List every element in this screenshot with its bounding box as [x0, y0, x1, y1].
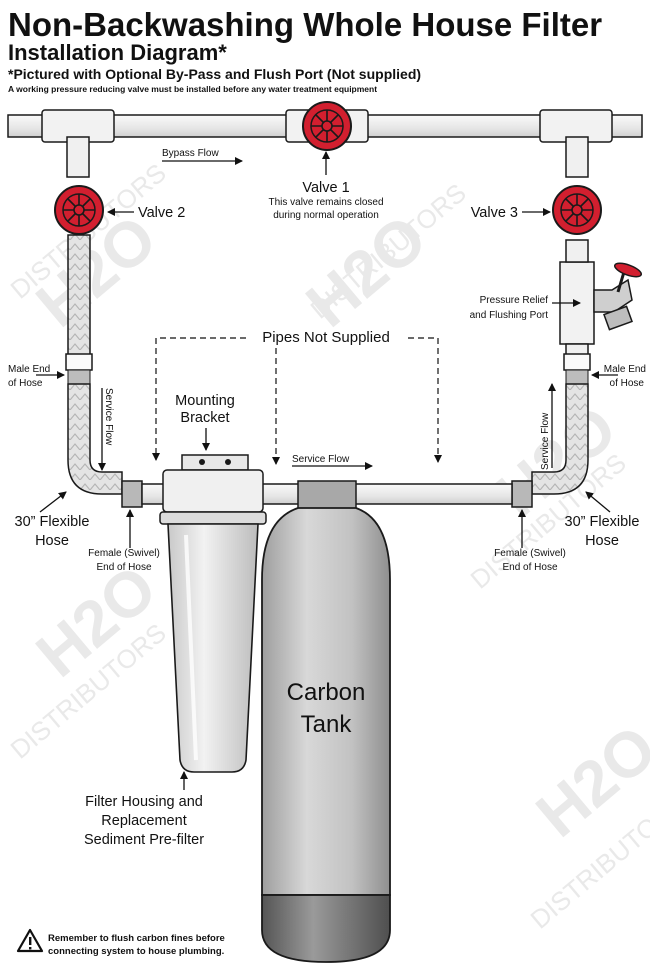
service-flow-label: Service Flow [292, 454, 350, 465]
male-end-left-label: of Hose [8, 378, 43, 389]
valve-1-handle-icon[interactable] [302, 101, 352, 151]
flush-port-spigot [593, 262, 643, 331]
left-swivel-nut [121, 480, 143, 508]
filter-housing-label: Sediment Pre-filter [84, 832, 204, 848]
bypass-flow-label: Bypass Flow [162, 148, 219, 159]
valve-2-handle-icon[interactable] [54, 185, 104, 235]
valve-3-handle-icon[interactable] [552, 185, 602, 235]
flexible-hose-left-label: Hose [35, 533, 69, 549]
pipes-not-supplied-leaders [152, 337, 442, 465]
female-end-left-label: Female (Swivel) [88, 548, 160, 559]
mounting-bracket-label: Bracket [180, 410, 229, 426]
carbon-tank-label: Tank [301, 711, 353, 738]
female-end-right-label: Female (Swivel) [494, 548, 566, 559]
label-arrows [36, 151, 618, 790]
right-swivel-nut [511, 480, 533, 508]
flexible-hose-right-label: Hose [585, 533, 619, 549]
flush-reminder: connecting system to house plumbing. [48, 946, 224, 957]
carbon-tank-label: Carbon [287, 679, 366, 706]
carbon-tank [261, 480, 391, 963]
valve-1-note: This valve remains closed [268, 197, 383, 208]
page-subtitle: Installation Diagram* [8, 40, 227, 65]
warning-icon [16, 928, 44, 953]
service-flow-left-label: Service Flow [103, 388, 114, 446]
page-title: Non-Backwashing Whole House Filter [8, 6, 602, 43]
service-flow-right-label: Service Flow [540, 412, 551, 470]
flush-reminder: Remember to flush carbon fines before [48, 933, 225, 944]
female-end-left-label: End of Hose [96, 562, 151, 573]
pressure-relief-label: Pressure Relief [480, 295, 549, 306]
flexible-hose-left-label: 30” Flexible [15, 514, 90, 530]
valve-1-note: during normal operation [273, 210, 379, 221]
filter-housing-label: Replacement [101, 813, 186, 829]
female-end-right-label: End of Hose [502, 562, 557, 573]
mounting-bracket-label: Mounting [175, 393, 235, 409]
filter-housing-label: Filter Housing and [85, 794, 203, 810]
male-end-right-label: Male End [604, 364, 646, 375]
left-hose [65, 136, 143, 508]
warning-text: A working pressure reducing valve must b… [8, 84, 377, 94]
filter-housing [159, 454, 267, 773]
valve-3-label: Valve 3 [471, 205, 518, 221]
pressure-relief-label: and Flushing Port [470, 310, 549, 321]
footnote: *Pictured with Optional By-Pass and Flus… [8, 66, 421, 82]
flexible-hose-right-label: 30” Flexible [565, 514, 640, 530]
male-end-left-label: Male End [8, 364, 50, 375]
male-end-right-label: of Hose [610, 378, 645, 389]
valve-2-label: Valve 2 [138, 205, 185, 221]
pipes-not-supplied-label: Pipes Not Supplied [262, 329, 390, 346]
valve-1-label: Valve 1 [302, 180, 349, 196]
mounting-bracket [181, 454, 249, 471]
